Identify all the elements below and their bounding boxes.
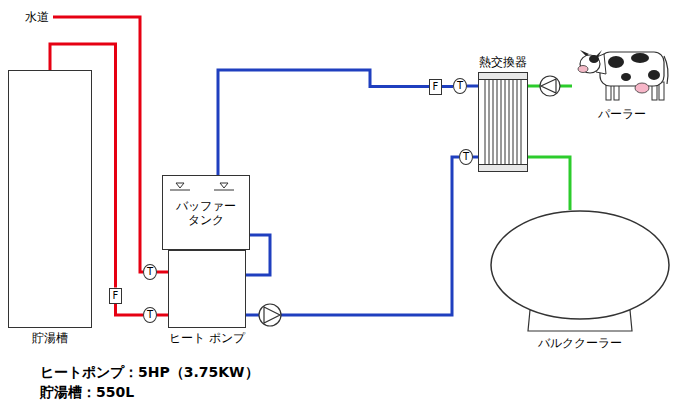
pipe-connector [442,85,453,88]
exchanger-bottom-bar [479,165,528,172]
exchanger-plate [485,80,486,164]
exchanger-plate [493,80,494,164]
exchanger-plate [517,80,518,164]
water-level-mark [170,183,234,190]
cooler-tank [491,211,669,319]
exchanger-plate [489,80,490,164]
water-supply-pipe [53,17,143,272]
heat-pump: ヒート ポンプ [168,250,246,328]
pipe-connector [157,314,168,317]
milk-pump [540,76,560,96]
cow-spot [631,53,649,63]
level-triangle [176,183,184,188]
exchanger-plate [521,80,522,164]
cow-spot [608,56,624,68]
node-label: 熱交換器 [479,55,527,69]
cow-ear [580,50,602,57]
node-label: バッファー タンク [172,199,240,227]
temp-sensor: T [453,78,467,94]
cow-body [600,52,664,86]
exchanger-top-bar [479,73,528,80]
pipe-connector [50,44,116,288]
pump-triangle [541,79,556,93]
pipe-connector [157,271,168,274]
flow-meter: F [109,288,122,304]
parlor-cow: パーラー [572,38,672,122]
storage-tank: 貯湯槽 [8,70,92,328]
heat-exchanger-shape [478,72,528,172]
level-line [170,190,190,191]
circulation-pump [259,304,281,326]
level-triangle [220,183,228,188]
buffer-tank: バッファー タンク [162,175,250,250]
node-label: ヒート ポンプ [169,331,245,345]
sensor-letter: T [147,267,153,277]
exchanger-plate [501,80,502,164]
exchanger-frame [479,73,528,172]
bulk-cooler: バルククーラー [490,210,670,332]
exchanger-plate [509,80,510,164]
temp-sensor: T [143,307,157,323]
temp-sensor: T [459,149,473,165]
sensor-letter: T [457,81,463,91]
sensor-letter: T [463,152,469,162]
bulk-cooler-shape [490,210,670,332]
spec-note: ヒートポンプ：5HP（3.75KW） [40,364,259,381]
temp-sensor: T [143,264,157,280]
exchanger-plate [497,80,498,164]
sensor-letter: T [147,310,153,320]
exchanger-plate [505,80,506,164]
heat-exchanger: 熱交換器 [478,72,528,172]
pipe-connector [246,157,459,315]
pipe-connector [218,70,429,175]
pipe-connector [116,304,144,316]
cow-udder [635,83,649,93]
cow-spot [648,70,660,80]
cow-nose [578,66,588,73]
level-line [214,190,234,191]
pump-circle [259,304,281,326]
node-label: バルククーラー [538,336,622,350]
node-label: パーラー [598,107,646,121]
pump-triangle [264,307,280,323]
sensor-letter: F [113,291,119,301]
exchanger-plate [513,80,514,164]
pump-circle [540,76,560,96]
supply-label: 水道 [25,10,49,24]
pipe-connector [467,85,478,88]
pipe-connector [528,157,570,210]
flow-meter: F [429,79,442,95]
pipe-connector [473,156,478,159]
cow-spot [621,73,631,81]
node-label: 貯湯槽 [32,331,68,345]
spec-note: 貯湯槽：550L [40,384,134,401]
sensor-letter: F [433,82,439,92]
